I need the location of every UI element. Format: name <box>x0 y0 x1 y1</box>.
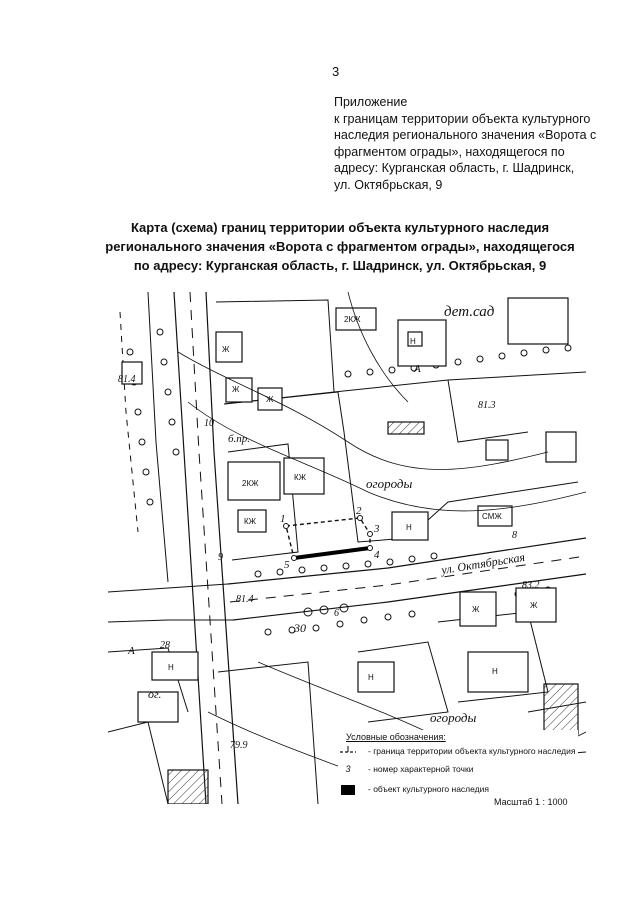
map-background <box>108 292 586 804</box>
label-n: Н <box>368 673 374 682</box>
label-b-pr: б.пр. <box>228 433 250 445</box>
point-number-2: 2 <box>356 505 362 517</box>
point-number-sample: 3 <box>345 764 351 774</box>
label-zh: Ж <box>472 605 480 614</box>
building-lower-left <box>151 651 199 681</box>
building-zh-street-1 <box>459 591 497 627</box>
label-n: Н <box>168 663 174 672</box>
label-kzh-small: КЖ <box>244 517 257 526</box>
building-zh-3 <box>257 387 283 411</box>
appendix-line: наследия регионального значения «Ворота … <box>334 128 597 142</box>
legend-text: - объект культурного наследия <box>368 784 489 794</box>
building-kzh <box>283 457 325 495</box>
label-height-799: 79.9 <box>230 740 248 751</box>
appendix-line: ул. Октябрьская, 9 <box>334 177 443 192</box>
label-height-813: 81.3 <box>478 400 496 411</box>
building-n-inner <box>407 331 423 347</box>
label-zh: Ж <box>266 395 274 404</box>
appendix-header: Приложение к границам территории объекта… <box>334 94 634 193</box>
label-n: Н <box>492 667 498 676</box>
cadastral-map: дет.сад ул. Октябрьская огороды огороды … <box>108 292 586 804</box>
boundary-line-icon <box>340 746 356 753</box>
label-n: Н <box>406 523 412 532</box>
appendix-line: к границам территории объекта культурног… <box>334 111 591 126</box>
main-road-vertical <box>119 292 239 804</box>
appendix-line: адресу: Курганская область, г. Шадринск, <box>334 161 575 175</box>
label-house-6: 6 <box>334 608 339 619</box>
label-zh: Ж <box>232 385 240 394</box>
label-zh: Ж <box>530 601 538 610</box>
street-oktyabrskaya <box>108 537 586 623</box>
page-number: 3 <box>332 64 340 79</box>
label-height-814-left: 81.4 <box>118 374 136 385</box>
building-far-right <box>545 431 577 463</box>
building-zh-2 <box>225 377 253 403</box>
building-lower-right <box>467 651 529 693</box>
map-title: Карта (схема) границ территории объекта … <box>60 218 620 275</box>
label-2kzh: 2КЖ <box>242 479 259 488</box>
label-2kzh-top: 2КЖ <box>344 315 361 324</box>
boundary-points <box>283 515 373 561</box>
label-house-28: 28 <box>160 640 170 651</box>
building-top-right <box>507 297 569 345</box>
map-title-line: Карта (схема) границ территории объекта … <box>130 220 550 235</box>
label-letter-a: А <box>413 363 421 375</box>
label-height-832: 83.2 <box>522 580 540 591</box>
label-smzh: СМЖ <box>482 512 502 521</box>
map-scale: Масштаб 1 : 1000 <box>494 797 568 807</box>
building-smzh <box>477 505 513 527</box>
map-legend: Условные обозначения: - граница территор… <box>338 730 578 800</box>
label-kzh: КЖ <box>294 473 307 482</box>
label-house-8: 8 <box>512 530 517 541</box>
label-kindergarten: дет.сад <box>444 304 495 320</box>
building-hatched-mid <box>387 421 425 435</box>
legend-text: - номер характерной точки <box>368 764 474 774</box>
appendix-line: фрагментом ограды», находящегося по <box>334 144 565 159</box>
point-number-5: 5 <box>284 559 290 571</box>
label-house-9: 9 <box>218 552 223 563</box>
label-house-30: 30 <box>293 621 306 635</box>
buildings <box>121 297 579 804</box>
point-number-3: 3 <box>373 523 380 535</box>
building-lower-mid <box>357 661 395 693</box>
legend-title: Условные обозначения: <box>346 732 446 742</box>
building-zh-street-2 <box>515 587 557 623</box>
property-boundaries <box>108 299 586 804</box>
building-lower-left-2 <box>137 691 179 723</box>
label-height-814: 81.4 <box>236 594 254 605</box>
heritage-object-icon <box>341 785 355 795</box>
label-gardens-2: огороды <box>430 710 476 725</box>
building-n-right <box>391 511 429 541</box>
label-gardens-1: огороды <box>366 476 412 491</box>
label-zh: Ж <box>222 345 230 354</box>
heritage-boundary <box>285 517 371 560</box>
building-2kzh <box>227 461 281 501</box>
building-hatched-right <box>543 683 579 735</box>
label-gardens-abbr: ог. <box>148 687 162 701</box>
map-title-line: по адресу: Курганская область, г. Шадрин… <box>133 258 547 273</box>
building-left-edge <box>121 361 143 385</box>
building-shed <box>485 439 509 461</box>
point-number-4: 4 <box>374 549 380 561</box>
appendix-line: Приложение <box>334 95 408 109</box>
point-number-1: 1 <box>280 513 286 525</box>
label-n: Н <box>410 337 416 346</box>
heritage-object-gates <box>293 546 371 560</box>
building-hatched-bottom <box>167 769 209 804</box>
legend-text: - граница территории объекта культурного… <box>368 746 576 756</box>
label-letter-a: А <box>127 645 135 657</box>
building-kzh-small <box>237 509 267 533</box>
map-title-line: регионального значения «Ворота с фрагмен… <box>105 239 575 254</box>
label-house-10: 10 <box>204 418 214 429</box>
building-zh-1 <box>215 331 243 363</box>
